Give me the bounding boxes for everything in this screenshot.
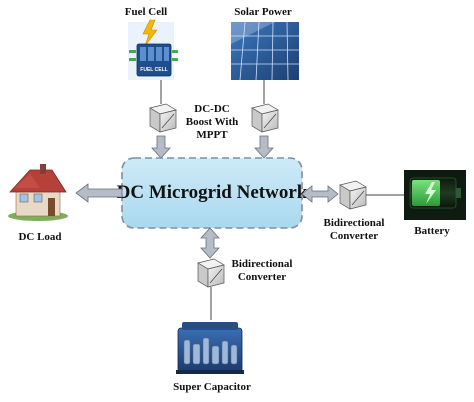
solar-power-block: Solar Power bbox=[231, 6, 299, 81]
solar-panel-icon bbox=[231, 21, 299, 81]
converter-battery bbox=[339, 180, 367, 210]
super-capacitor-label: Super Capacitor bbox=[173, 381, 251, 393]
battery-label: Battery bbox=[414, 225, 450, 237]
converter-right-line-2: Converter bbox=[330, 230, 378, 242]
house-icon bbox=[8, 164, 68, 221]
fuel-cell-icon: FUEL CELL bbox=[128, 19, 178, 80]
fuel-cell-label: Fuel Cell bbox=[125, 6, 167, 18]
arrow-solar-to-network bbox=[254, 135, 274, 159]
solar-power-label: Solar Power bbox=[234, 6, 292, 18]
battery-icon bbox=[404, 170, 466, 220]
converter-top-line-1: DC-DC bbox=[194, 103, 229, 115]
converter-right-label: Bidirectional Converter bbox=[324, 217, 385, 242]
dc-load-label: DC Load bbox=[18, 231, 61, 243]
converter-fuel-cell bbox=[149, 103, 177, 133]
battery-block: Battery bbox=[404, 170, 466, 237]
arrow-network-supercap-converter bbox=[200, 227, 220, 259]
fuel-cell-badge: FUEL CELL bbox=[140, 67, 167, 73]
converter-top-label: DC-DC Boost With MPPT bbox=[186, 103, 238, 141]
converter-solar bbox=[251, 103, 279, 133]
dc-microgrid-network: DC Microgrid Network bbox=[117, 157, 308, 229]
dc-load-block: DC Load bbox=[8, 164, 68, 243]
fuel-cell-block: Fuel Cell FUEL CELL bbox=[125, 6, 178, 80]
arrow-network-to-dc-load bbox=[75, 183, 123, 203]
converter-bottom-label: Bidirectional Converter bbox=[232, 258, 293, 283]
converter-right-line-1: Bidirectional bbox=[324, 217, 385, 229]
super-capacitor-icon bbox=[176, 322, 244, 374]
arrow-fuel-cell-to-network bbox=[151, 135, 171, 159]
network-label: DC Microgrid Network bbox=[117, 182, 308, 203]
converter-super-capacitor bbox=[197, 258, 225, 288]
converter-bottom-line-1: Bidirectional bbox=[232, 258, 293, 270]
converter-top-line-3: MPPT bbox=[196, 129, 228, 141]
super-capacitor-block: Super Capacitor bbox=[173, 322, 251, 393]
converter-top-line-2: Boost With bbox=[186, 116, 238, 128]
arrow-network-battery-converter bbox=[301, 185, 339, 203]
connector-lines-top bbox=[160, 80, 265, 104]
converter-bottom-line-2: Converter bbox=[238, 271, 286, 283]
